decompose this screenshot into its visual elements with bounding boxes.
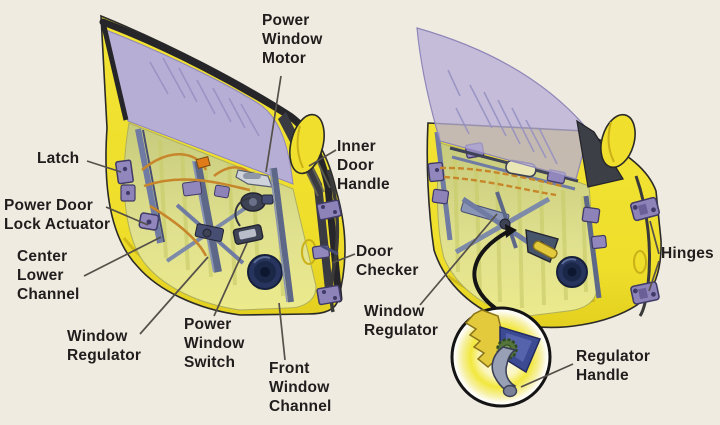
label-power-window-motor: Power Window Motor	[262, 12, 323, 67]
hinge-bottom	[630, 281, 660, 305]
leader-latch	[86, 160, 122, 173]
power-window-motor-part	[240, 192, 274, 212]
regulator-handle-knob	[502, 384, 518, 398]
left-window-frame	[99, 18, 343, 303]
rear-channel-edge	[142, 129, 165, 243]
power-window-switch-part	[232, 224, 264, 245]
left-door	[99, 14, 346, 316]
leader-inner-door-handle	[308, 149, 337, 167]
right-glass-reflections	[447, 69, 558, 165]
label-center-lower-channel: Center Lower Channel	[17, 248, 80, 303]
speaker-left	[247, 254, 283, 290]
switch-wire	[234, 197, 251, 227]
speaker-right	[556, 256, 588, 288]
leader-lines	[83, 75, 660, 388]
inset-connector-arrowhead	[505, 224, 517, 238]
leader-door-checker	[331, 253, 356, 264]
inner-door-handle-part-left	[235, 169, 273, 188]
right-latch-hardware	[427, 161, 450, 205]
leader-power-window-motor	[265, 75, 282, 173]
label-inner-door-handle: Inner Door Handle	[337, 138, 390, 193]
hinge-top	[630, 196, 660, 222]
label-regulator-handle: Regulator Handle	[576, 348, 651, 384]
right-door-cable	[439, 166, 563, 197]
quarter-sail-right	[576, 119, 625, 188]
leader-regulator-handle	[520, 363, 574, 388]
right-door	[416, 27, 662, 329]
leader-power-door-lock-actuator	[105, 206, 149, 226]
label-window-regulator-right: Window Regulator	[364, 303, 439, 339]
leader-power-window-switch	[213, 242, 248, 317]
sector-gear-plate	[464, 309, 507, 368]
label-front-window-channel: Front Window Channel	[269, 360, 332, 415]
door-checker-hardware	[311, 199, 342, 306]
label-power-window-switch: Power Window Switch	[184, 316, 245, 371]
label-door-checker: Door Checker	[356, 243, 419, 279]
right-rear-channel-bar	[434, 131, 453, 241]
latch-hardware	[115, 159, 136, 202]
leader-center-lower-channel	[83, 236, 162, 277]
left-window-frame-front-edge	[100, 21, 129, 121]
front-window-channel-bar	[271, 167, 294, 303]
front-channel-highlight	[269, 167, 288, 303]
leader-front-window-channel	[278, 302, 286, 361]
leader-hinges-top	[649, 220, 660, 255]
label-hinges: Hinges	[661, 245, 714, 262]
left-glass-reflections	[149, 57, 260, 137]
window-regulator-mechanism-left	[165, 180, 249, 265]
mirror-sail-right-shade	[607, 121, 615, 163]
regulator-crank-stub	[532, 240, 558, 259]
regulator-handle-inset	[450, 224, 552, 408]
power-door-lock-actuator-hardware	[138, 212, 160, 231]
right-lock-hardware	[581, 206, 607, 250]
leader-hinges-bottom	[648, 260, 660, 292]
wiring-connector	[195, 155, 211, 169]
label-power-door-lock-actuator: Power Door Lock Actuator	[4, 197, 111, 233]
inset-connector-curve	[472, 229, 511, 310]
mirror-sail-shade	[296, 125, 304, 169]
label-window-regulator-left: Window Regulator	[67, 328, 142, 364]
regulator-handle-part	[491, 346, 517, 393]
leader-window-regulator-left	[139, 256, 209, 335]
leader-window-regulator-right	[419, 213, 498, 306]
door-pull-cup-right	[633, 250, 647, 274]
label-latch: Latch	[37, 150, 80, 167]
